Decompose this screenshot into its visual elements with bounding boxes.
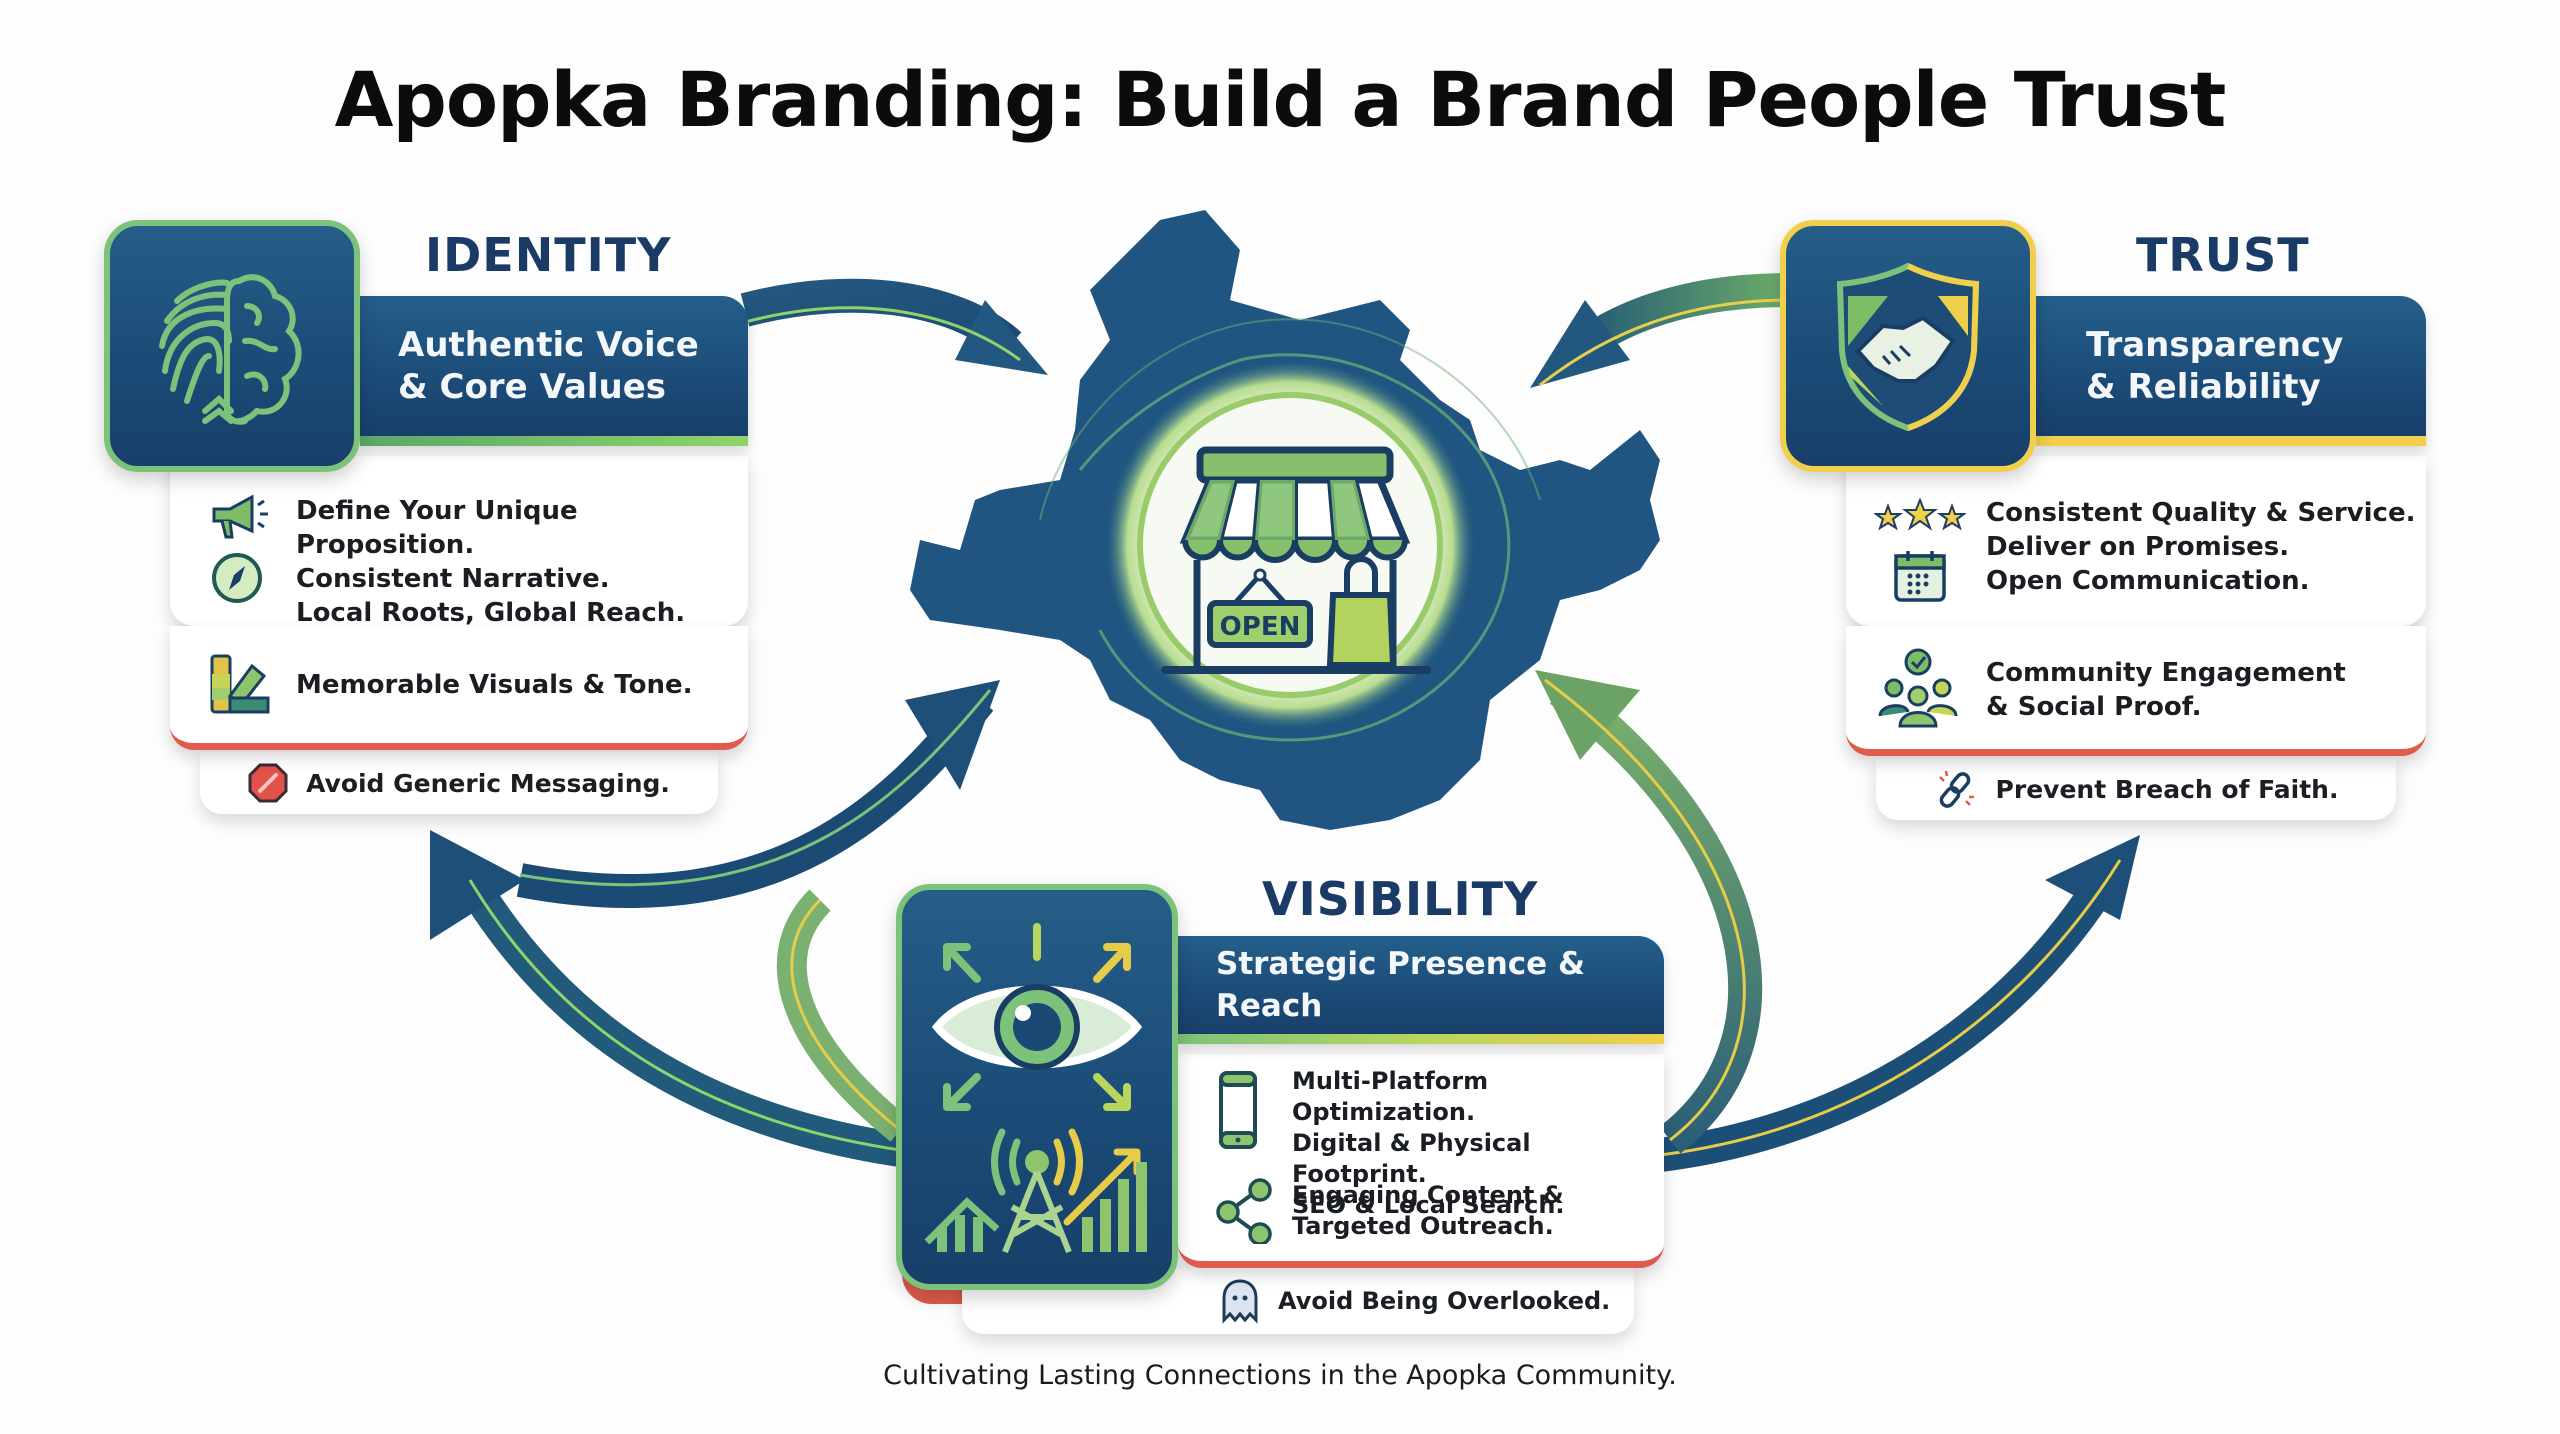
community-people-icon (1878, 648, 1958, 728)
trust-secondary-line-2: & Social Proof. (1986, 692, 2202, 722)
visibility-label: VISIBILITY (1262, 872, 1539, 926)
visibility-primary-panel: Multi-Platform Optimization. Digital & P… (1178, 1054, 1664, 1268)
visibility-banner-line-1: Strategic Presence & Reach (1216, 946, 1585, 1024)
identity-banner-line-2: & Core Values (398, 367, 667, 407)
visibility-warning-text: Avoid Being Overlooked. (1278, 1287, 1611, 1315)
trust-banner-line-2: & Reliability (2086, 367, 2321, 407)
megaphone-icon (212, 494, 268, 539)
identity-warning: Avoid Generic Messaging. (200, 752, 718, 814)
visibility-item-3: SEO & Local Search. (1292, 1191, 1565, 1219)
identity-banner: Authentic Voice & Core Values (360, 296, 748, 446)
compass-icon (212, 553, 262, 603)
trust-secondary-panel: Community Engagement & Social Proof. (1846, 626, 2426, 756)
smartphone-icon (1219, 1071, 1257, 1149)
identity-primary-panel: Define Your Unique Proposition. Consiste… (170, 456, 748, 628)
trust-label: TRUST (2136, 228, 2310, 282)
identity-item-1: Define Your Unique Proposition. (296, 496, 578, 560)
three-stars-icon (1874, 498, 1966, 531)
visibility-banner: Strategic Presence & Reach (1178, 936, 1664, 1044)
color-swatch-icon (210, 654, 270, 714)
trust-item-2: Deliver on Promises. (1986, 532, 2290, 562)
trust-primary-panel: Consistent Quality & Service. Deliver on… (1846, 456, 2426, 626)
calendar-icon (1894, 551, 1946, 602)
visibility-secondary-line-2: Targeted Outreach. (1292, 1212, 1554, 1240)
broken-link-icon (1938, 770, 1974, 808)
visibility-item-2: Digital & Physical Footprint. (1292, 1129, 1531, 1188)
stop-sign-icon (248, 763, 288, 803)
share-nodes-icon (1216, 1178, 1272, 1244)
identity-secondary-text: Memorable Visuals & Tone. (296, 670, 693, 700)
arrow-visibility-to-trust (1535, 670, 2140, 1172)
arrow-visibility-to-identity (430, 680, 1000, 1167)
arrow-identity-to-center (740, 278, 1048, 375)
trust-secondary-line-1: Community Engagement (1986, 658, 2346, 688)
visibility-secondary-line-1: Engaging Content & (1292, 1181, 1564, 1209)
eye-tower-growth-icon (896, 884, 1178, 1290)
shield-handshake-icon (1780, 220, 2036, 472)
open-sign-text: OPEN (1220, 612, 1301, 642)
arrow-trust-to-center (1530, 273, 1791, 388)
fingerprint-brain-icon (104, 220, 360, 472)
footer-caption: Cultivating Lasting Connections in the A… (883, 1360, 1677, 1391)
identity-item-3: Local Roots, Global Reach. (296, 598, 686, 628)
trust-item-3: Open Communication. (1986, 566, 2310, 596)
identity-item-2: Consistent Narrative. (296, 564, 610, 594)
ghost-icon (1222, 1279, 1258, 1324)
identity-warning-text: Avoid Generic Messaging. (306, 768, 670, 798)
identity-label: IDENTITY (425, 228, 672, 282)
trust-warning: Prevent Breach of Faith. (1876, 758, 2396, 820)
identity-banner-line-1: Authentic Voice (398, 325, 699, 365)
trust-warning-text: Prevent Breach of Faith. (1995, 774, 2339, 804)
trust-banner-line-1: Transparency (2086, 325, 2344, 365)
visibility-item-1: Multi-Platform Optimization. (1292, 1067, 1489, 1126)
identity-secondary-panel: Memorable Visuals & Tone. (170, 626, 748, 750)
page-title: Apopka Branding: Build a Brand People Tr… (334, 55, 2227, 144)
storefront-icon: OPEN (1161, 446, 1431, 674)
trust-item-1: Consistent Quality & Service. (1986, 498, 2416, 528)
trust-banner: Transparency & Reliability (2036, 296, 2426, 446)
